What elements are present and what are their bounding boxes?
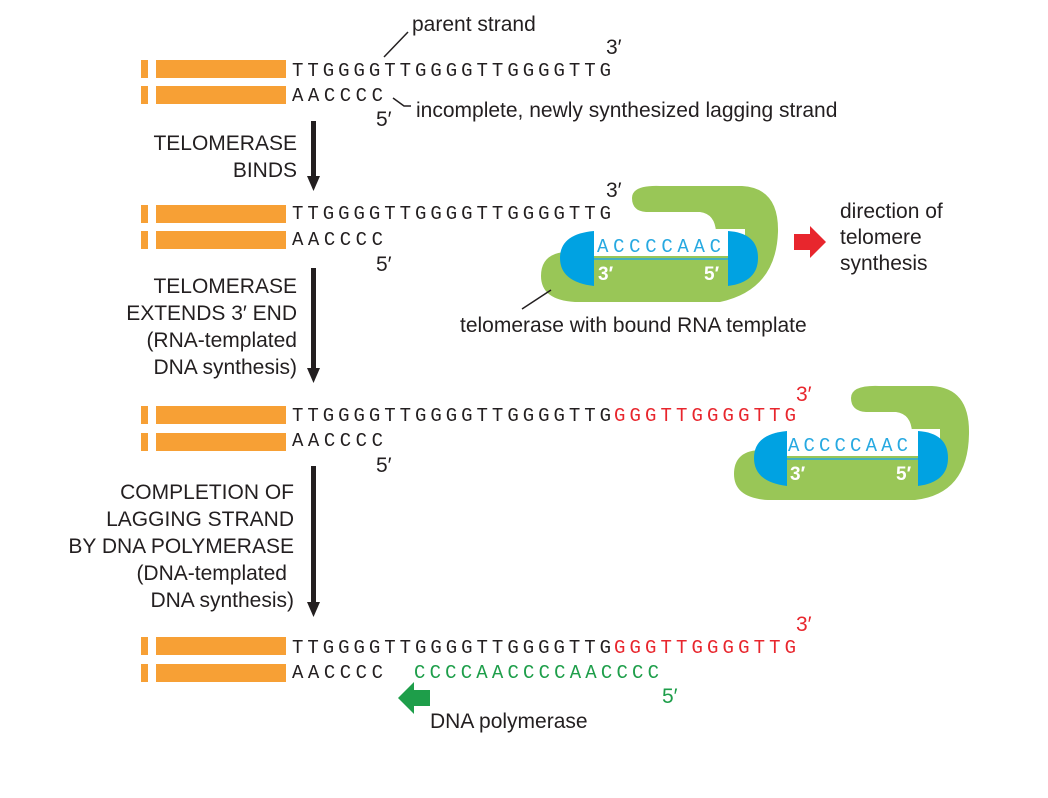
- step-2-label: TELOMERASE EXTENDS 3′ END (RNA-templated…: [126, 275, 297, 379]
- step-3-line-3: BY DNA POLYMERASE: [68, 535, 294, 558]
- stage-3-bottom-sequence: AACCCC: [292, 430, 383, 452]
- polymerase-label: DNA polymerase: [430, 710, 588, 733]
- step-2-line-1: TELOMERASE: [153, 275, 297, 298]
- rna-template-right-cap-2: [918, 431, 948, 486]
- stage-1-five-prime-label: 5′: [376, 108, 392, 131]
- telomerase-template-label: telomerase with bound RNA template: [460, 314, 807, 337]
- telomerase-enzyme-2: ACCCCAAC 3′ 5′: [734, 385, 970, 500]
- stage-2-bottom-stub: [141, 231, 148, 249]
- stage-1-bottom-stub: [141, 86, 148, 104]
- stage-1-top-stub: [141, 60, 148, 78]
- direction-label: direction of telomere synthesis: [840, 200, 943, 275]
- lagging-strand-label: incomplete, newly synthesized lagging st…: [416, 99, 837, 122]
- stage-4-top-extension: GGGTTGGGGTTG: [614, 637, 796, 659]
- telomerase-template-slot-1: [580, 229, 745, 256]
- stage-3-five-prime-label: 5′: [376, 454, 392, 477]
- stage-3-bottom-stub: [141, 433, 148, 451]
- step-2-line-4: DNA synthesis): [153, 356, 297, 379]
- direction-line-3: synthesis: [840, 252, 928, 275]
- step-1-label: TELOMERASE BINDS: [153, 132, 297, 182]
- stage-1-duplex: TTGGGGTTGGGGTTGGGGTTG AACCCC 3′ 5′ paren…: [141, 13, 837, 131]
- lagging-strand-leader-line: [392, 97, 411, 107]
- stage-2-bottom-sequence: AACCCC: [292, 229, 383, 251]
- stage-4-five-prime-label: 5′: [662, 685, 678, 708]
- rna-template-five-prime-2: 5′: [896, 464, 912, 485]
- stage-3-duplex: TTGGGGTTGGGGTTGGGGTTG GGGTTGGGGTTG AACCC…: [141, 383, 812, 477]
- step-1-line-1: TELOMERASE: [153, 132, 297, 155]
- rna-template-three-prime-2: 3′: [790, 464, 806, 485]
- stage-3-three-prime-label: 3′: [796, 383, 812, 406]
- stage-3-top-sequence: TTGGGGTTGGGGTTGGGGTTG: [292, 405, 611, 427]
- telomerase-enzyme-1: ACCCCAAC 3′ 5′: [541, 185, 779, 302]
- stage-4-duplex: TTGGGGTTGGGGTTGGGGTTG GGGTTGGGGTTG AACCC…: [141, 613, 812, 708]
- stage-4-bottom-duplex-bar: [156, 664, 286, 682]
- stage-3-bottom-duplex-bar: [156, 433, 286, 451]
- stage-1-bottom-duplex-bar: [156, 86, 286, 104]
- stage-2-bottom-duplex-bar: [156, 231, 286, 249]
- stage-3-top-stub: [141, 406, 148, 424]
- stage-2-top-sequence: TTGGGGTTGGGGTTGGGGTTG: [292, 203, 611, 225]
- rna-template-five-prime-1: 5′: [704, 264, 720, 285]
- rna-template-right-cap-1: [728, 231, 758, 286]
- direction-line-2: telomere: [840, 226, 922, 249]
- stage-1-top-duplex-bar: [156, 60, 286, 78]
- step-3-line-1: COMPLETION OF: [120, 481, 294, 504]
- stage-1-three-prime-label: 3′: [606, 36, 622, 59]
- step-3-arrow: [307, 466, 320, 617]
- step-3-line-2: LAGGING STRAND: [106, 508, 294, 531]
- step-1-line-2: BINDS: [233, 159, 297, 182]
- step-2-line-3: (RNA-templated: [146, 329, 297, 352]
- stage-1-bottom-sequence: AACCCC: [292, 85, 383, 107]
- step-3-line-5: DNA synthesis): [150, 589, 294, 612]
- parent-strand-label: parent strand: [412, 13, 536, 36]
- telomerase-body-2: [734, 385, 970, 500]
- direction-line-1: direction of: [840, 200, 943, 223]
- step-3-label: COMPLETION OF LAGGING STRAND BY DNA POLY…: [68, 481, 294, 612]
- stage-2-five-prime-label: 5′: [376, 253, 392, 276]
- step-1-arrow: [307, 121, 320, 191]
- stage-3-top-extension: GGGTTGGGGTTG: [614, 405, 796, 427]
- stage-4-three-prime-label: 3′: [796, 613, 812, 636]
- telomerase-template-slot-2: [772, 429, 940, 456]
- stage-4-top-sequence: TTGGGGTTGGGGTTGGGGTTG: [292, 637, 611, 659]
- stage-3-top-duplex-bar: [156, 406, 286, 424]
- telomerase-body-1: [541, 185, 779, 302]
- telomerase-leader-line: [521, 289, 552, 310]
- parent-strand-leader-line: [383, 31, 409, 58]
- stage-2-top-duplex-bar: [156, 205, 286, 223]
- step-2-line-2: EXTENDS 3′ END: [126, 302, 297, 325]
- direction-arrow-icon: [794, 226, 826, 258]
- rna-template-three-prime-1: 3′: [598, 264, 614, 285]
- stage-4-top-stub: [141, 637, 148, 655]
- stage-4-bottom-sequence: AACCCC: [292, 662, 383, 684]
- stage-1-top-sequence: TTGGGGTTGGGGTTGGGGTTG: [292, 60, 611, 82]
- stage-4-top-duplex-bar: [156, 637, 286, 655]
- rna-template-left-cap-2: [754, 431, 787, 486]
- stage-4-bottom-fill-in: CCCCAACCCCAACCCC: [414, 662, 659, 684]
- step-2-arrow: [307, 268, 320, 383]
- stage-2-three-prime-label: 3′: [606, 179, 622, 202]
- step-3-line-4: (DNA-templated: [136, 562, 287, 585]
- stage-4-bottom-stub: [141, 664, 148, 682]
- polymerase-direction-arrow-icon: [398, 682, 430, 714]
- stage-2-top-stub: [141, 205, 148, 223]
- stage-2-duplex: TTGGGGTTGGGGTTGGGGTTG AACCCC 3′ 5′: [141, 179, 622, 276]
- rna-template-left-cap-1: [560, 231, 594, 286]
